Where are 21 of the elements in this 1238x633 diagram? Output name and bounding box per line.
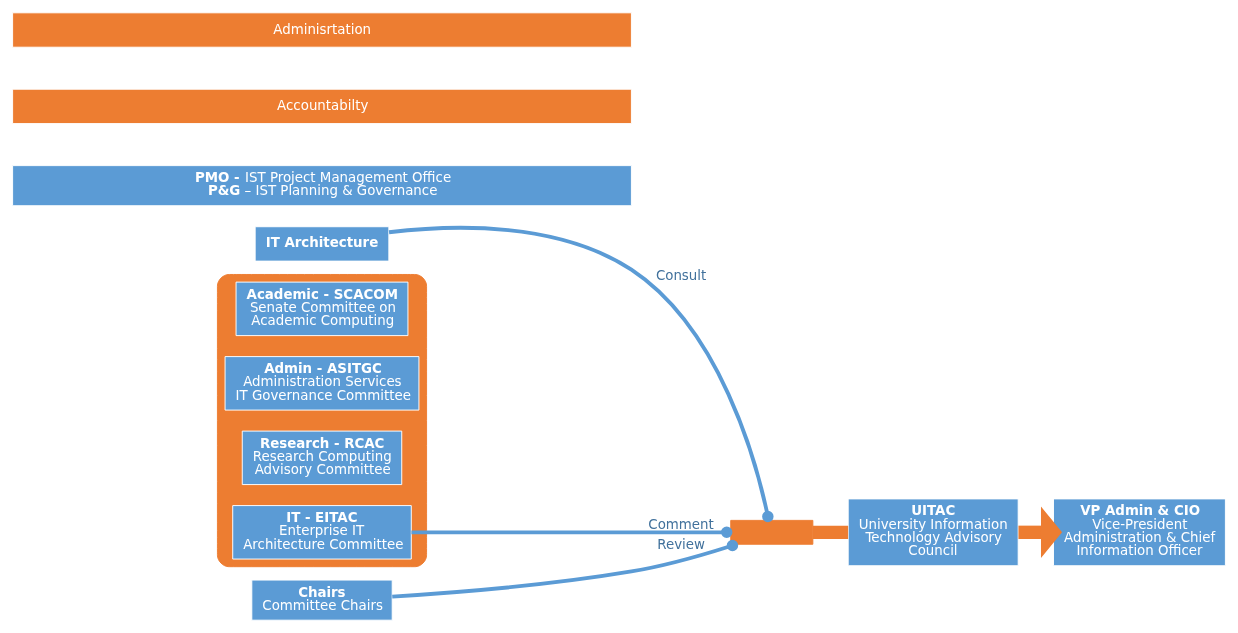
cluster [216,274,428,568]
node-box: Accountabilty [12,88,632,125]
edge-label: Comment [648,516,714,532]
connector [813,525,849,539]
connector [411,526,733,539]
connector [388,225,774,523]
edge-label: Review [657,536,705,552]
node-box: IT - EITAC Enterprise IT Architecture Committee [232,505,412,560]
node-box: Adminisrtation [12,12,632,48]
node-box: Research - RCAC Research Computing Advisory Committee [241,430,403,486]
node-box: Admin - ASITGC Administration Services IT Governance Committee [224,356,420,411]
node-box: IT Architecture [254,226,390,262]
node-box: VP Admin & CIO Vice-President Administration & Chief Information Officer [1053,498,1226,567]
arrow [1018,506,1063,559]
connector [392,539,739,599]
node-box: PMO - IST Project Management Office P&G – IST Planning & Governance [12,165,632,207]
node-box: Academic - SCACOM Senate Committee on Academic Computing [235,281,409,337]
edge-label: Consult [655,268,707,284]
node-box: UITAC University Information Technology Advisory Council [847,498,1019,567]
node-bar [730,519,814,545]
node-box: Chairs Committee Chairs [251,579,393,621]
